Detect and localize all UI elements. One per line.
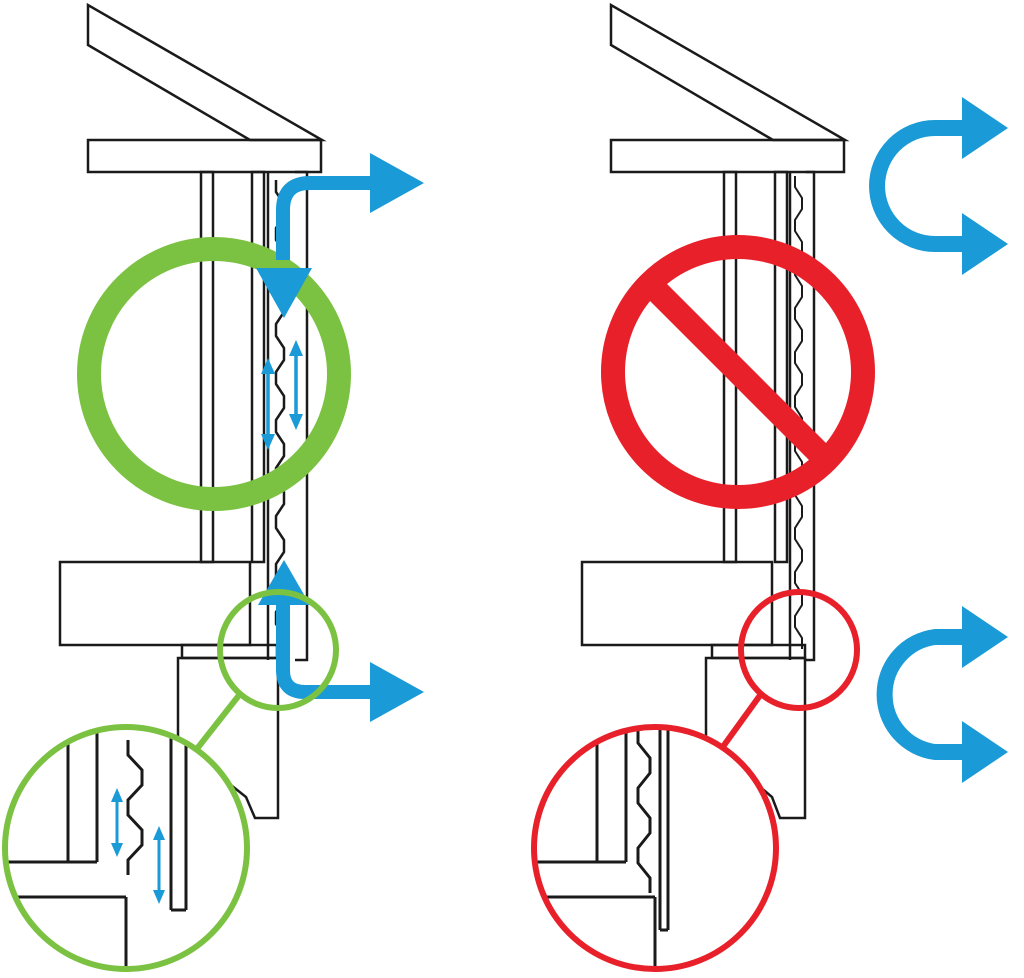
magnified-detail-right	[534, 727, 776, 969]
roof-rafter-left	[86, 2, 327, 142]
airflow-arrowhead-bottom-left	[370, 662, 424, 722]
no-sign-icon	[601, 235, 875, 509]
airflow-arrowhead-top-left	[370, 153, 424, 213]
callout-small-ring-right	[738, 589, 860, 711]
magnified-detail-left	[5, 727, 247, 969]
siding-board-right	[806, 170, 816, 662]
airflow-path-bottom-left	[276, 600, 372, 699]
sill-plate-left	[58, 560, 252, 647]
deflected-arrow-top-right	[869, 97, 1008, 275]
deflected-arrow-bottom-right	[876, 606, 1008, 783]
rainscreen-mat-magnified-right	[636, 728, 652, 893]
airflow-path-top-left	[276, 176, 372, 260]
correct-installation-panel	[2, 2, 424, 972]
callout-leader-right	[719, 692, 764, 750]
callout-small-ring-left	[217, 589, 339, 711]
rainscreen-mat-magnified-left	[126, 740, 144, 875]
stud-inner-right	[773, 170, 789, 564]
top-plate-left	[86, 138, 323, 174]
rainscreen-mat-right	[794, 176, 803, 649]
sill-plate-right	[580, 560, 774, 647]
airflow-arrows-left	[256, 153, 424, 722]
rim-ledge-left	[180, 643, 279, 660]
deflected-airflow-arrows-right	[869, 97, 1008, 783]
double-arrow-a-left	[261, 358, 275, 450]
callout-leader-left	[193, 692, 243, 752]
rim-ledge-right	[710, 643, 807, 660]
callout-large-ring-right	[531, 724, 779, 972]
down-arrowhead-left	[256, 268, 312, 318]
stud-inner-left	[250, 170, 266, 564]
roof-rafter-right	[609, 2, 850, 142]
callout-large-ring-left	[2, 724, 250, 972]
detail-callout-left	[193, 589, 339, 752]
correct-ring-icon	[77, 237, 351, 511]
top-plate-right	[609, 138, 846, 174]
siding-board-left	[295, 170, 309, 662]
incorrect-installation-panel	[531, 2, 1008, 972]
detail-callout-right	[719, 589, 860, 750]
double-arrow-b-left	[289, 340, 303, 430]
